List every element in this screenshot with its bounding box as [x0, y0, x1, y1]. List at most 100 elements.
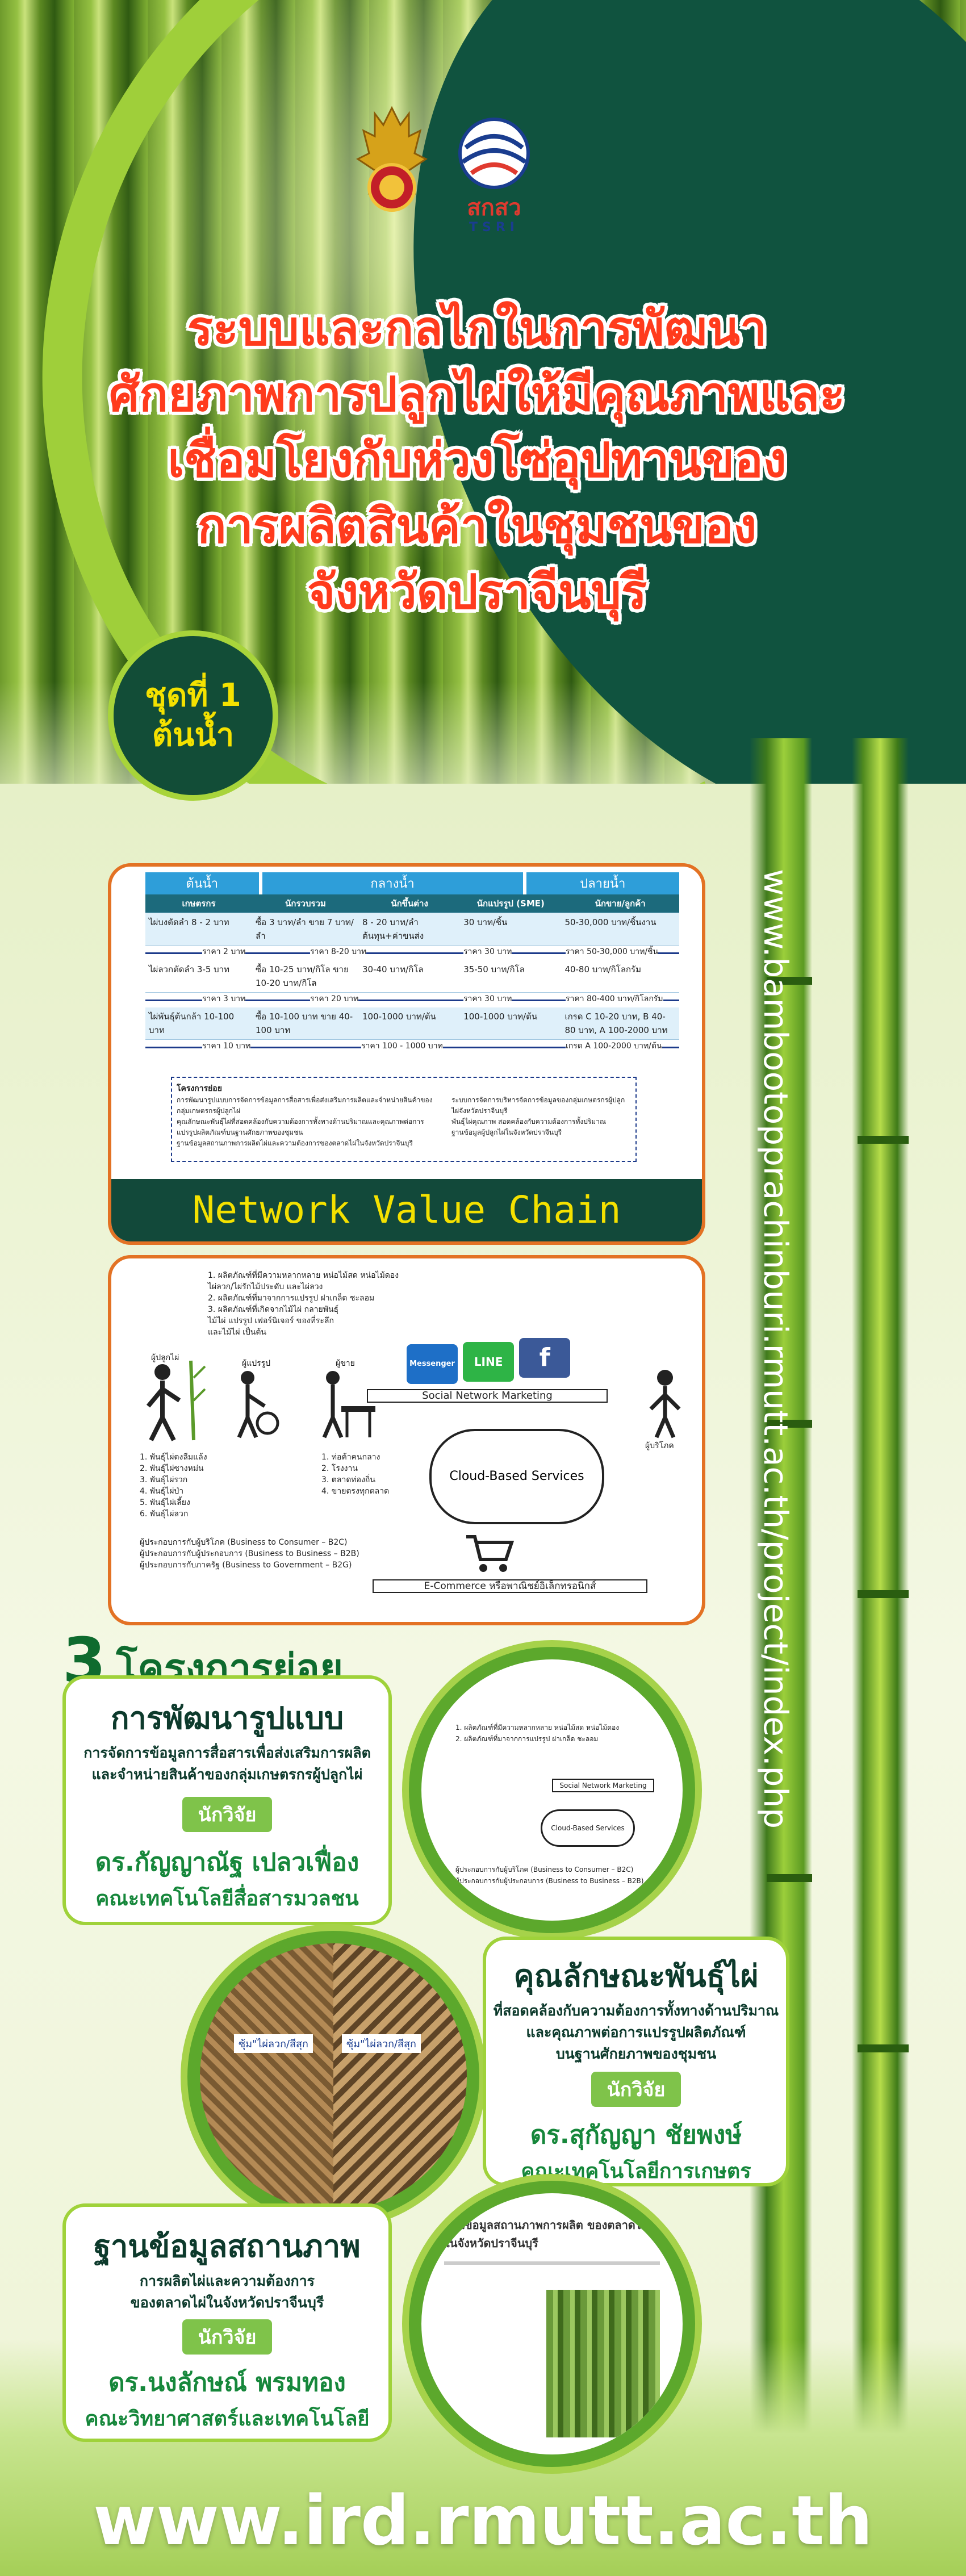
price-label: ราคา 2 บาท [202, 946, 246, 958]
badge-line2: ต้นน้ำ [152, 717, 235, 754]
smm-label: Social Network Marketing [367, 1389, 608, 1403]
note-item: การพัฒนารูปแบบการจัดการข้อมูลการสื่อสารเ… [177, 1096, 433, 1115]
product-note: 1. ผลิตภัณฑ์ที่มีความหลากหลาย หน่อไม้สด … [208, 1271, 399, 1280]
note-item: ฐานข้อมูลสถานภาพการผลิตไผ่และความต้องการ… [177, 1139, 413, 1147]
note-item: คุณลักษณะพันธุ์ไผ่ที่สอดคล้องกับความต้อง… [177, 1118, 424, 1136]
researcher-tag: นักวิจัย [182, 1797, 273, 1832]
list-item: ผู้ประกอบการกับผู้ประกอบการ (Business to… [140, 1549, 359, 1558]
social-network-bar: Messenger LINE f [407, 1338, 577, 1389]
seller-label: ผู้ขาย [336, 1359, 355, 1368]
list-item: 2. พันธุ์ไผ่ซางหม่น [140, 1464, 204, 1473]
price-label: ราคา 8-20 บาท [310, 946, 367, 958]
header-cell: นักขึ้นต่าง [359, 894, 461, 913]
list-item: 4. ขายตรงทุกตลาด [321, 1487, 390, 1496]
researcher-tag: นักวิจัย [182, 2319, 273, 2355]
table-row: ไผ่พันธุ์ต้นกล้า 10-100 บาท ซื้อ 10-100 … [145, 1007, 679, 1040]
thumb-model: ผู้ประกอบการกับผู้บริโภค (Business to Co… [455, 1866, 634, 1874]
subproject-card-3: ฐานข้อมูลสถานภาพ การผลิตไผ่และความต้องกา… [62, 2203, 392, 2442]
title-line: ระบบและกลไกในการพัฒนา [187, 300, 767, 356]
tsri-thai-text: สกสว [467, 195, 521, 221]
price-label: เกรด A 100-2000 บาท/ต้น [566, 1040, 662, 1052]
table-row: ไผ่บงตัดลำ 8 - 2 บาท ซื้อ 3 บาท/ลำ ขาย 7… [145, 913, 679, 946]
photo-label: ซุ้ม"ไผ่ลวก/สีสุก [342, 2034, 421, 2053]
list-item: ผู้ประกอบการกับภาครัฐ (Business to Gover… [140, 1561, 352, 1570]
desc-line: การจัดการข้อมูลการสื่อสารเพื่อส่งเสริมกา… [83, 1745, 371, 1761]
researcher-tag: นักวิจัย [591, 2072, 681, 2107]
header-cell: นักรวบรวม [252, 894, 359, 913]
table-cell: 35-50 บาท/กิโล [463, 964, 525, 975]
title-line: จังหวัดปราจีนบุรี [307, 564, 647, 620]
price-label: ราคา 30 บาท [463, 993, 512, 1005]
price-label: ราคา 3 บาท [202, 993, 246, 1005]
database-photo-ring: ฐานข้อมูลสถานภาพการผลิต ของตลาดไผ่ในจังห… [409, 2181, 695, 2467]
farmer-variety-list: 1. พันธุ์ไผ่ตงลืมแล้ง 2. พันธุ์ไผ่ซางหม่… [140, 1452, 207, 1520]
processor-icon [237, 1371, 279, 1438]
price-arrow-row: ราคา 3 บาท ราคา 20 บาท ราคา 30 บาท ราคา … [145, 993, 679, 1007]
desc-line: ที่สอดคล้องกับความต้องการทั้งทางด้านปริม… [493, 2002, 779, 2019]
table-cell: ไผ่บงตัดลำ 8 - 2 บาท [149, 917, 229, 927]
title-line: การผลิตสินค้าในชุมชนของ [197, 498, 757, 554]
project-url-vertical[interactable]: www.bambootopprachinburi.rmutt.ac.th/pro… [756, 869, 795, 1829]
title-line: เชื่อมโยงกับห่วงโซ่อุปทานของ [168, 432, 787, 488]
table-cell: 50-30,000 บาท/ชิ้นงาน [564, 917, 656, 927]
list-item: 1. ท่อค้าคนกลาง [321, 1453, 380, 1462]
note-item: ฐานข้อมูลผู้ปลูกไผ่ในจังหวัดปราจีนบุรี [451, 1128, 562, 1136]
faculty-name: คณะวิทยาศาสตร์และเทคโนโลยี [85, 2407, 370, 2431]
table-cell: ซื้อ 3 บาท/ลำ ขาย 7 บาท/ลำ [256, 917, 354, 941]
tsri-logo: สกสว TSRI [443, 114, 545, 239]
footer-url[interactable]: www.ird.rmutt.ac.th [93, 2482, 873, 2561]
product-note: 3. ผลิตภัณฑ์ที่เกิดจากไม้ไผ่ กลายพันธุ์ [208, 1305, 339, 1314]
stage-midstream: กลางน้ำ [262, 872, 523, 894]
table-cell: ไผ่ลวกตัดลำ 3-5 บาท [149, 964, 229, 975]
subproject-card-1: การพัฒนารูปแบบ การจัดการข้อมูลการสื่อสาร… [62, 1675, 392, 1925]
messenger-icon: Messenger [407, 1344, 458, 1384]
line-icon: LINE [463, 1342, 515, 1382]
university-crest-logo [356, 106, 428, 212]
price-label: ราคา 50-30,000 บาท/ชิ้น [566, 946, 659, 958]
photo-label: ซุ้ม"ไผ่ลวก/สีสุก [234, 2034, 313, 2053]
stage-upstream: ต้นน้ำ [145, 872, 259, 894]
list-item: 6. พันธุ์ไผ่ลวก [140, 1509, 189, 1519]
cloud-services: Cloud-Based Services [429, 1429, 604, 1524]
diagram-photo-ring: 1. ผลิตภัณฑ์ที่มีความหลากหลาย หน่อไม้สด … [409, 1647, 695, 1933]
note-item: ระบบการจัดการบริหารจัดการข้อมูลของกลุ่มเ… [451, 1096, 625, 1115]
project-title: คุณลักษณะพันธุ์ไผ่ [513, 1958, 759, 1994]
list-item: 1. พันธุ์ไผ่ตงลืมแล้ง [140, 1453, 207, 1462]
list-item: 4. พันธุ์ไผ่ป่า [140, 1487, 184, 1496]
price-arrow-row: ราคา 10 บาท ราคา 100 - 1000 บาท เกรด A 1… [145, 1040, 679, 1055]
desc-line: การผลิตไผ่และความต้องการ [139, 2273, 315, 2289]
project-title: การพัฒนารูปแบบ [110, 1700, 344, 1736]
network-value-chain-label: Network Value Chain [111, 1179, 702, 1241]
value-chain-card: ต้นน้ำ กลางน้ำ ปลายน้ำ เกษตรกร นักรวบรวม… [108, 863, 705, 1245]
desc-line: และคุณภาพต่อการแปรรูปผลิตภัณฑ์ [526, 2024, 746, 2040]
thumb-note: 2. ผลิตภัณฑ์ที่มาจากการแปรรูป ฝาเกล็ด ชะ… [455, 1735, 599, 1743]
header-cell: นักขาย/ลูกค้า [561, 894, 679, 913]
table-row: ไผ่ลวกตัดลำ 3-5 บาท ซื้อ 10-25 บาท/กิโล … [145, 960, 679, 993]
table-cell: 8 - 20 บาท/ลำ ต้นทุน+ค่าขนส่ง [362, 917, 424, 941]
tsri-eng-text: TSRI [469, 220, 519, 235]
facebook-icon: f [519, 1338, 571, 1378]
consumer-label: ผู้บริโภค [645, 1441, 674, 1450]
project-title: ฐานข้อมูลสถานภาพ [94, 2228, 361, 2264]
price-label: ราคา 10 บาท [202, 1040, 251, 1052]
doc-heading: ฐานข้อมูลสถานภาพการผลิต ของตลาดไผ่ในจังห… [444, 2218, 648, 2250]
badge-line1: ชุดที่ 1 [145, 677, 241, 714]
faculty-name: คณะเทคโนโลยีสื่อสารมวลชน [95, 1887, 359, 1910]
project-desc: การจัดการข้อมูลการสื่อสารเพื่อส่งเสริมกา… [66, 1742, 388, 1785]
consumer-icon [649, 1370, 681, 1438]
set-badge: ชุดที่ 1 ต้นน้ำ [108, 630, 278, 801]
seller-channel-list: 1. ท่อค้าคนกลาง 2. โรงงาน 3. ตลาดท่องถิ่… [321, 1452, 389, 1497]
researcher-name: ดร.กัญญาณัฐ เปลวเฟื่อง [95, 1848, 359, 1877]
table-cell: เกรด C 10-20 บาท, B 40-80 บาท, A 100-200… [564, 1011, 668, 1035]
list-item: 3. พันธุ์ไผ่รวก [140, 1475, 188, 1484]
product-note: และไม้ไผ่ เป็นต้น [208, 1328, 266, 1337]
seller-icon [322, 1371, 375, 1438]
product-note: 2. ผลิตภัณฑ์ที่มาจากการแปรรูป ฝาเกล็ด ชะ… [208, 1294, 375, 1303]
value-chain-table: ต้นน้ำ กลางน้ำ ปลายน้ำ เกษตรกร นักรวบรวม… [145, 872, 679, 1055]
list-item: 5. พันธุ์ไผ่เลี้ยง [140, 1498, 190, 1507]
researcher-name: ดร.นงลักษณ์ พรมทอง [108, 2368, 346, 2397]
processor-label: ผู้แปรรูป [242, 1359, 271, 1368]
product-note: ไผ่ลวก/ไผ่รักไม้ประดับ และไผ่ลวง [208, 1282, 323, 1291]
stage-downstream: ปลายน้ำ [526, 872, 679, 894]
title-line: ศักยภาพการปลูกไผ่ให้มีคุณภาพและ [108, 366, 846, 422]
